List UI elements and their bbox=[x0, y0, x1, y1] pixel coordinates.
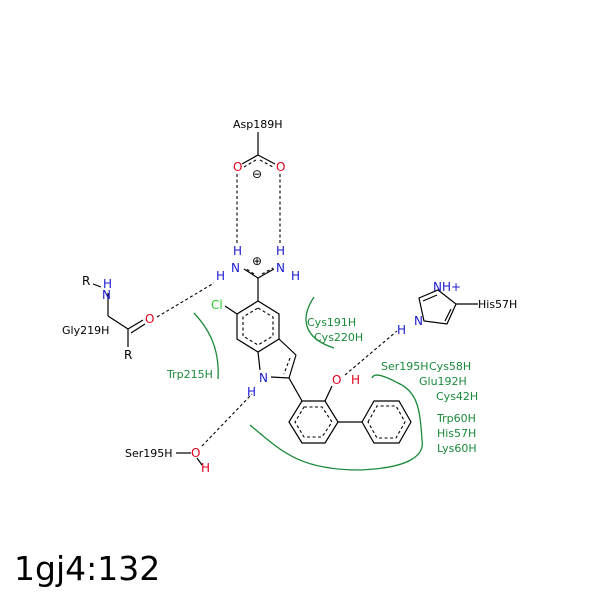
atom-nitrogen: N bbox=[259, 371, 268, 385]
atom-nitrogen: N bbox=[276, 261, 285, 275]
benzo-ring-aromatic bbox=[242, 307, 274, 346]
bond bbox=[270, 376, 290, 379]
residue-label-glu192: Glu192H bbox=[419, 375, 467, 388]
positive-charge-symbol: ⊕ bbox=[252, 254, 262, 268]
bond bbox=[196, 457, 203, 466]
atom-hydrogen: H bbox=[351, 373, 360, 387]
bond bbox=[257, 351, 261, 371]
residue-label-trp60: Trp60H bbox=[436, 412, 476, 425]
residue-label-cys191: Cys191H bbox=[307, 316, 356, 329]
atom-hydrogen: H bbox=[397, 323, 406, 337]
biphenyl-ring-aromatic bbox=[367, 405, 406, 439]
bond bbox=[241, 154, 259, 165]
bond bbox=[244, 267, 255, 275]
pocket-contact-arc bbox=[249, 374, 423, 471]
negative-charge-symbol: ⊖ bbox=[252, 167, 262, 181]
residue-label-ser195-contact: Ser195H bbox=[381, 360, 429, 373]
residue-label-cys58: Cys58H bbox=[429, 360, 471, 373]
bond bbox=[324, 385, 333, 402]
atom-nitrogen: N bbox=[102, 288, 111, 302]
atom-chlorine: Cl bbox=[211, 298, 223, 312]
bond bbox=[278, 338, 297, 356]
bond bbox=[261, 267, 274, 275]
atom-nitrogen: N bbox=[231, 261, 240, 275]
bond bbox=[92, 283, 102, 288]
bond bbox=[130, 323, 146, 334]
atom-hydrogen: H bbox=[247, 385, 256, 399]
atom-nitrogen-protonated: NH+ bbox=[433, 280, 461, 294]
cys191-contact-arc bbox=[305, 296, 335, 349]
bond bbox=[127, 319, 144, 330]
bond bbox=[257, 268, 275, 279]
bond bbox=[243, 159, 257, 168]
residue-label-ser195: Ser195H bbox=[125, 447, 173, 460]
hbond-line bbox=[156, 282, 215, 318]
residue-label-his57-contact: His57H bbox=[437, 427, 476, 440]
page-title: 1gj4:132 bbox=[14, 549, 161, 588]
residue-label-trp215: Trp215H bbox=[166, 368, 213, 381]
atom-nitrogen: N bbox=[414, 314, 423, 328]
atom-oxygen: O bbox=[233, 160, 242, 174]
atom-r-group: R bbox=[124, 348, 132, 362]
atom-hydrogen: H bbox=[103, 277, 112, 291]
imidazole-ring bbox=[418, 289, 457, 325]
atom-hydrogen: H bbox=[276, 244, 285, 258]
bond bbox=[243, 268, 259, 279]
atom-r-group: R bbox=[82, 274, 90, 288]
residue-label-cys42: Cys42H bbox=[436, 390, 478, 403]
atom-hydrogen: H bbox=[201, 461, 210, 475]
bond bbox=[288, 377, 303, 402]
bond bbox=[283, 357, 291, 375]
benzo-ring bbox=[236, 300, 280, 353]
bond bbox=[107, 315, 129, 330]
atom-oxygen: O bbox=[332, 373, 341, 387]
biphenyl-ring bbox=[361, 400, 412, 444]
residue-label-cys220: Cys220H bbox=[314, 331, 363, 344]
hbond-line bbox=[201, 393, 253, 447]
atom-oxygen: O bbox=[145, 312, 154, 326]
phenol-ring-aromatic bbox=[294, 406, 333, 438]
hbond-line bbox=[344, 330, 398, 376]
atom-hydrogen: H bbox=[233, 244, 242, 258]
residue-label-his57: His57H bbox=[478, 298, 517, 311]
atom-oxygen: O bbox=[191, 446, 200, 460]
bond bbox=[422, 294, 438, 302]
bond bbox=[288, 354, 297, 379]
atom-hydrogen: H bbox=[216, 269, 225, 283]
residue-label-asp189: Asp189H bbox=[233, 118, 283, 131]
bond bbox=[444, 308, 452, 322]
residue-label-gly219: Gly219H bbox=[62, 324, 109, 337]
bond bbox=[259, 159, 274, 168]
atom-oxygen: O bbox=[276, 160, 285, 174]
trp215-contact-arc bbox=[193, 312, 219, 380]
bond bbox=[257, 154, 276, 165]
atom-hydrogen: H bbox=[291, 269, 300, 283]
bond bbox=[224, 305, 238, 315]
residue-label-lys60: Lys60H bbox=[437, 442, 477, 455]
